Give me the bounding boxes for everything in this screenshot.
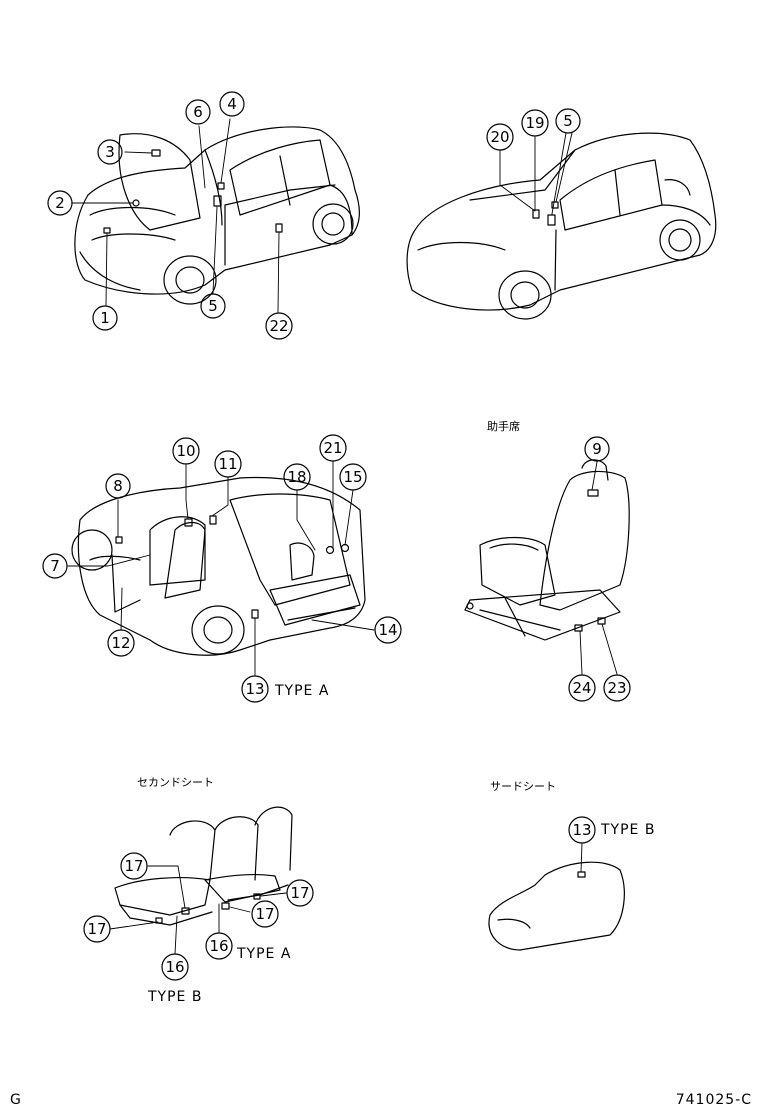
callout-23: 23: [603, 674, 631, 702]
callout-11: 11: [214, 450, 242, 478]
passenger-seat-caption: 助手席: [487, 419, 520, 433]
callout-17-left: 17: [83, 915, 111, 943]
callout-19: 19: [521, 109, 549, 137]
callout-7-number: 7: [50, 557, 60, 575]
callout-17-center-number: 17: [255, 905, 274, 923]
callout-10: 10: [172, 437, 200, 465]
callout-22: 22: [265, 312, 293, 340]
second-seat-illustration: [114, 806, 293, 926]
third-seat-caption: サードシート: [490, 780, 556, 793]
passenger-seat-leaders: [579, 461, 618, 675]
callout-19-number: 19: [525, 114, 544, 132]
callout-16-type-a-number: 16: [209, 937, 228, 955]
callout-2: 2: [47, 190, 73, 216]
car-closed-illustration: [406, 132, 717, 320]
callouts: 1 2 3 4 5 5 6 22 20 19 7 8 10 11 12 18 2…: [42, 91, 631, 981]
car-hood-open-leaders: [71, 118, 280, 313]
callout-6: 6: [185, 99, 211, 125]
callout-13-rear-number: 13: [245, 680, 264, 698]
callout-5-front-number: 5: [208, 297, 218, 315]
callout-3-number: 3: [105, 143, 115, 161]
callout-18-number: 18: [287, 468, 306, 486]
callout-12: 12: [107, 629, 135, 657]
callout-23-number: 23: [607, 679, 626, 697]
rear-open-leaders: [67, 460, 375, 676]
callout-21: 21: [319, 434, 347, 462]
callout-8-number: 8: [113, 477, 123, 495]
second-seat-caption: セカンドシート: [137, 776, 214, 789]
callout-13-third-seat: 13: [568, 816, 596, 844]
callout-18: 18: [283, 463, 311, 491]
callout-17-right-number: 17: [290, 884, 309, 902]
callout-16-type-a: 16: [205, 932, 233, 960]
callout-6-number: 6: [193, 103, 203, 121]
callout-15-number: 15: [343, 468, 362, 486]
callout-5-second-car-number: 5: [563, 112, 573, 130]
callout-20-number: 20: [490, 128, 509, 146]
type-a-label-second-seat: TYPE A: [236, 946, 291, 962]
callout-21-number: 21: [323, 439, 342, 457]
callout-17-left-number: 17: [87, 920, 106, 938]
callout-17-top-number: 17: [124, 857, 143, 875]
callout-10-number: 10: [176, 442, 195, 460]
callout-9-number: 9: [592, 440, 602, 458]
callout-12-number: 12: [111, 634, 130, 652]
callout-5-front: 5: [200, 293, 226, 319]
callout-5-second-car: 5: [555, 108, 581, 134]
callout-3: 3: [97, 139, 123, 165]
callout-24: 24: [568, 674, 596, 702]
callout-22-number: 22: [269, 317, 288, 335]
callout-16-type-b: 16: [161, 953, 189, 981]
second-seat-leaders: [109, 865, 287, 955]
footer-diagram-code: 741025-C: [676, 1092, 752, 1108]
callout-13-rear: 13: [241, 675, 269, 703]
callout-1-number: 1: [100, 309, 110, 327]
third-seat-illustration: [488, 861, 625, 951]
callout-7: 7: [42, 553, 68, 579]
callout-1: 1: [92, 305, 118, 331]
callout-4-number: 4: [227, 95, 237, 113]
rear-open-car-illustration: [71, 476, 366, 656]
callout-17-right: 17: [286, 879, 314, 907]
callout-24-number: 24: [572, 679, 591, 697]
callout-17-top: 17: [120, 852, 148, 880]
callout-8: 8: [105, 473, 131, 499]
third-seat-leaders: [580, 842, 583, 873]
callout-16-type-b-number: 16: [165, 958, 184, 976]
car-closed-leaders: [499, 132, 573, 215]
callout-9: 9: [584, 436, 610, 462]
car-hood-open-illustration: [74, 126, 360, 305]
type-b-label-third-seat: TYPE B: [600, 822, 655, 838]
passenger-seat-illustration: [464, 459, 630, 641]
type-b-label-second-seat: TYPE B: [147, 989, 202, 1005]
type-a-label-rear: TYPE A: [274, 683, 329, 699]
callout-4: 4: [219, 91, 245, 117]
callout-15: 15: [339, 463, 367, 491]
callout-17-center: 17: [251, 900, 279, 928]
footer-left-code: G: [10, 1092, 22, 1108]
callout-11-number: 11: [218, 455, 237, 473]
callout-14-number: 14: [378, 621, 397, 639]
callout-13-third-seat-number: 13: [572, 821, 591, 839]
callout-20: 20: [486, 123, 514, 151]
callout-14: 14: [374, 616, 402, 644]
callout-2-number: 2: [55, 194, 65, 212]
